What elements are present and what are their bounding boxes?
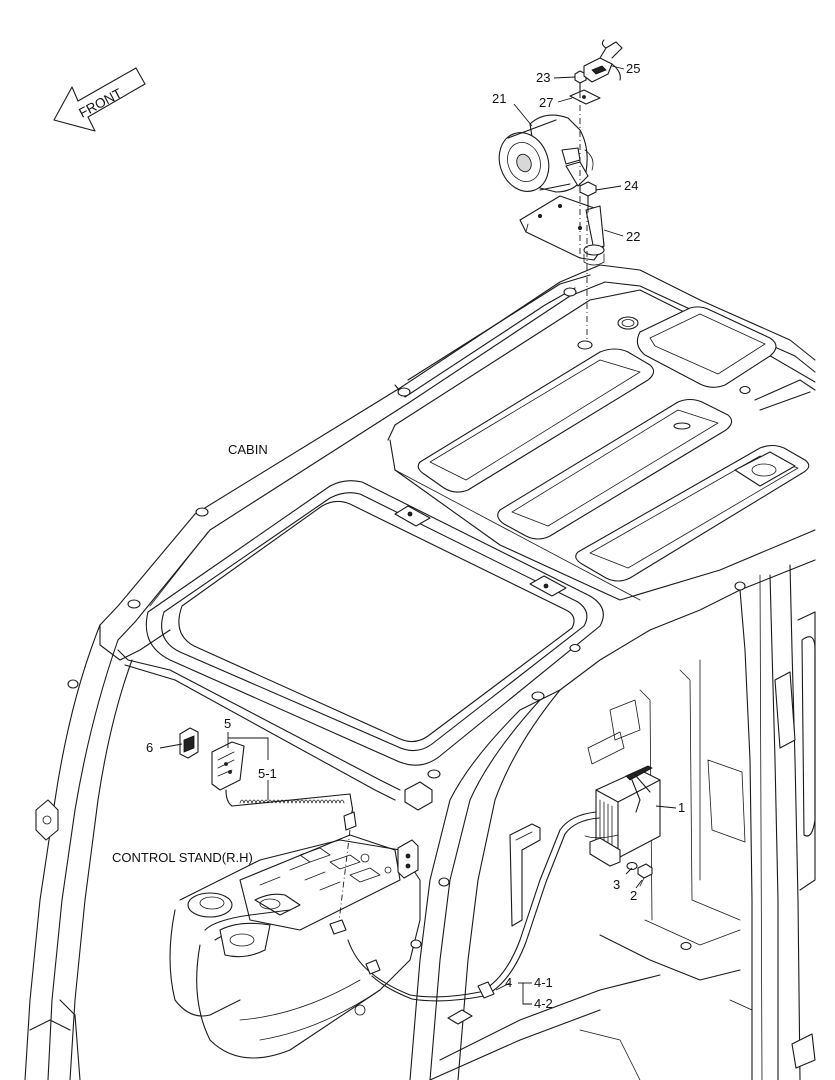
callout-25: 25 xyxy=(626,61,640,76)
callout-21: 21 xyxy=(492,91,506,106)
callout-22: 22 xyxy=(626,229,640,244)
cabin-label: CABIN xyxy=(228,442,268,457)
callout-2: 2 xyxy=(630,888,637,903)
callout-27: 27 xyxy=(539,95,553,110)
callout-5-1: 5-1 xyxy=(258,766,277,781)
callout-5: 5 xyxy=(224,716,231,731)
control-stand-label: CONTROL STAND(R.H) xyxy=(112,850,253,865)
control-stand xyxy=(169,834,422,1059)
speaker-assembly xyxy=(498,39,623,350)
callout-1: 1 xyxy=(678,800,685,815)
callout-3: 3 xyxy=(613,877,620,892)
callout-6: 6 xyxy=(146,740,153,755)
leader-lines xyxy=(159,65,677,1005)
microphone-assembly xyxy=(179,727,357,935)
callout-23: 23 xyxy=(536,70,550,85)
callout-4-1: 4-1 xyxy=(534,975,553,990)
callout-24: 24 xyxy=(624,178,638,193)
callout-4: 4 xyxy=(505,975,512,990)
cabin-structure xyxy=(24,264,816,1080)
diagram-labels: CABIN CONTROL STAND(R.H) 21 23 27 25 24 … xyxy=(112,61,685,1011)
radio-unit-assembly xyxy=(347,765,661,1002)
front-arrow: FRONT xyxy=(53,67,146,132)
callout-4-2: 4-2 xyxy=(534,996,553,1011)
